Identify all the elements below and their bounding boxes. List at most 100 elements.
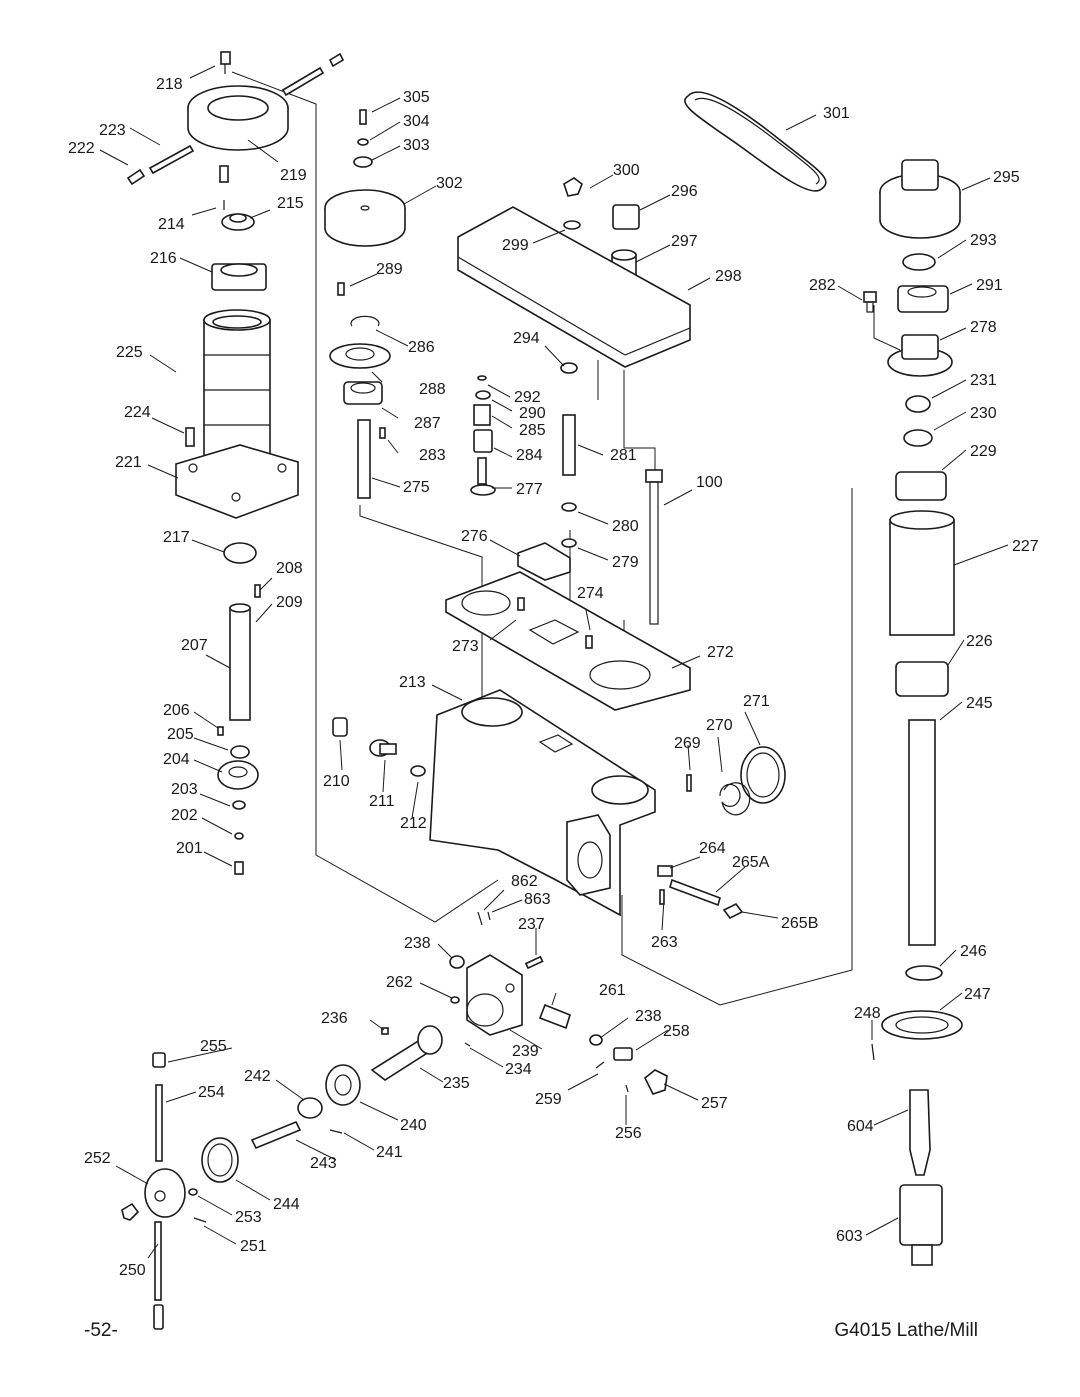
part-264-shaft xyxy=(657,865,673,877)
callout-241: 241 xyxy=(376,1144,403,1161)
callout-216: 216 xyxy=(150,250,177,267)
part-239-bracket xyxy=(466,954,523,1036)
callout-269: 269 xyxy=(674,735,701,752)
callout-265B: 265B xyxy=(781,915,818,932)
callout-278: 278 xyxy=(970,319,997,336)
part-234-pin xyxy=(464,1042,471,1047)
callout-291: 291 xyxy=(976,277,1003,294)
part-302-pulley xyxy=(324,189,406,247)
part-863-pin xyxy=(487,911,491,921)
callout-230: 230 xyxy=(970,405,997,422)
part-305-screw xyxy=(359,109,367,125)
callout-219: 219 xyxy=(280,167,307,184)
callout-211: 211 xyxy=(369,793,395,810)
part-262-screw xyxy=(450,996,460,1004)
document-title: G4015 Lathe/Mill xyxy=(834,1320,978,1341)
part-213-housing xyxy=(429,689,656,917)
part-201-screw xyxy=(234,861,244,875)
callout-258: 258 xyxy=(663,1023,690,1040)
callout-274: 274 xyxy=(577,585,604,602)
callout-208: 208 xyxy=(276,560,303,577)
callout-231: 231 xyxy=(970,372,997,389)
part-296-cap xyxy=(612,204,640,230)
callout-226: 226 xyxy=(966,633,993,650)
callout-202: 202 xyxy=(171,807,198,824)
callout-282: 282 xyxy=(809,277,836,294)
callout-227: 227 xyxy=(1012,538,1039,555)
callout-245: 245 xyxy=(966,695,993,712)
part-274-screw xyxy=(585,635,593,649)
callout-250: 250 xyxy=(119,1262,146,1279)
callout-302: 302 xyxy=(436,175,463,192)
callout-301: 301 xyxy=(823,105,850,122)
callout-285: 285 xyxy=(519,422,546,439)
callout-263: 263 xyxy=(651,934,678,951)
callout-304: 304 xyxy=(403,113,430,130)
headstock-housing xyxy=(332,571,786,920)
part-202-lockwasher xyxy=(234,832,244,840)
callout-221: 221 xyxy=(115,454,142,471)
callout-863: 863 xyxy=(524,891,551,908)
callout-273: 273 xyxy=(452,638,479,655)
callout-283: 283 xyxy=(419,447,446,464)
callout-298: 298 xyxy=(715,268,742,285)
part-259-pin xyxy=(595,1061,605,1069)
part-265B-handle xyxy=(722,902,744,920)
part-241-pin xyxy=(329,1129,343,1134)
part-275-spindle xyxy=(357,419,371,499)
callout-289: 289 xyxy=(376,261,403,278)
part-251-spring xyxy=(193,1217,207,1223)
callout-224: 224 xyxy=(124,404,151,421)
callout-276: 276 xyxy=(461,528,488,545)
callout-271: 271 xyxy=(743,693,770,710)
center-shaft-parts xyxy=(470,362,663,625)
quill-assembly xyxy=(863,159,963,1266)
callout-294: 294 xyxy=(513,330,540,347)
part-227-quill xyxy=(889,510,955,636)
part-204-gear xyxy=(217,760,259,790)
part-288-flange xyxy=(329,343,391,369)
part-301-belt xyxy=(684,91,827,192)
part-278-flange xyxy=(887,334,953,377)
callout-243: 243 xyxy=(310,1155,337,1172)
part-604-arbor xyxy=(909,1089,931,1176)
part-273-screw xyxy=(517,597,525,611)
part-230-lockwasher xyxy=(903,429,933,447)
callout-255: 255 xyxy=(200,1038,227,1055)
part-258-sleeve xyxy=(613,1047,633,1061)
part-235-pinion-shaft xyxy=(370,1025,443,1081)
part-277-shaft xyxy=(470,457,496,496)
callout-261: 261 xyxy=(599,982,626,999)
callout-280: 280 xyxy=(612,518,639,535)
part-263-pin xyxy=(659,889,665,905)
callout-253: 253 xyxy=(235,1209,262,1226)
part-205-washer xyxy=(230,745,250,759)
part-244-ring xyxy=(201,1137,239,1183)
callout-270: 270 xyxy=(706,717,733,734)
part-295-pulley xyxy=(879,159,961,239)
callout-277: 277 xyxy=(516,481,543,498)
part-252-hub xyxy=(144,1168,186,1218)
part-222-pin xyxy=(126,144,195,186)
part-214-set-screw xyxy=(219,165,229,210)
part-294-washer xyxy=(560,362,578,374)
part-603-chuck xyxy=(899,1184,943,1266)
part-270-spring xyxy=(719,782,751,816)
part-203-washer xyxy=(232,800,246,810)
callout-295: 295 xyxy=(993,169,1020,186)
callout-257: 257 xyxy=(701,1095,728,1112)
callout-239: 239 xyxy=(512,1043,539,1060)
part-276-block xyxy=(517,542,571,581)
callout-217: 217 xyxy=(163,529,190,546)
callout-286: 286 xyxy=(408,339,435,356)
part-287-bearing xyxy=(343,381,383,405)
callout-305: 305 xyxy=(403,89,430,106)
callout-264: 264 xyxy=(699,840,726,857)
part-283-key xyxy=(379,427,386,439)
part-279-washer xyxy=(561,538,577,548)
part-216-bearing xyxy=(211,263,267,291)
callout-275: 275 xyxy=(403,479,430,496)
part-208-key xyxy=(254,584,261,598)
callout-248: 248 xyxy=(854,1005,881,1022)
